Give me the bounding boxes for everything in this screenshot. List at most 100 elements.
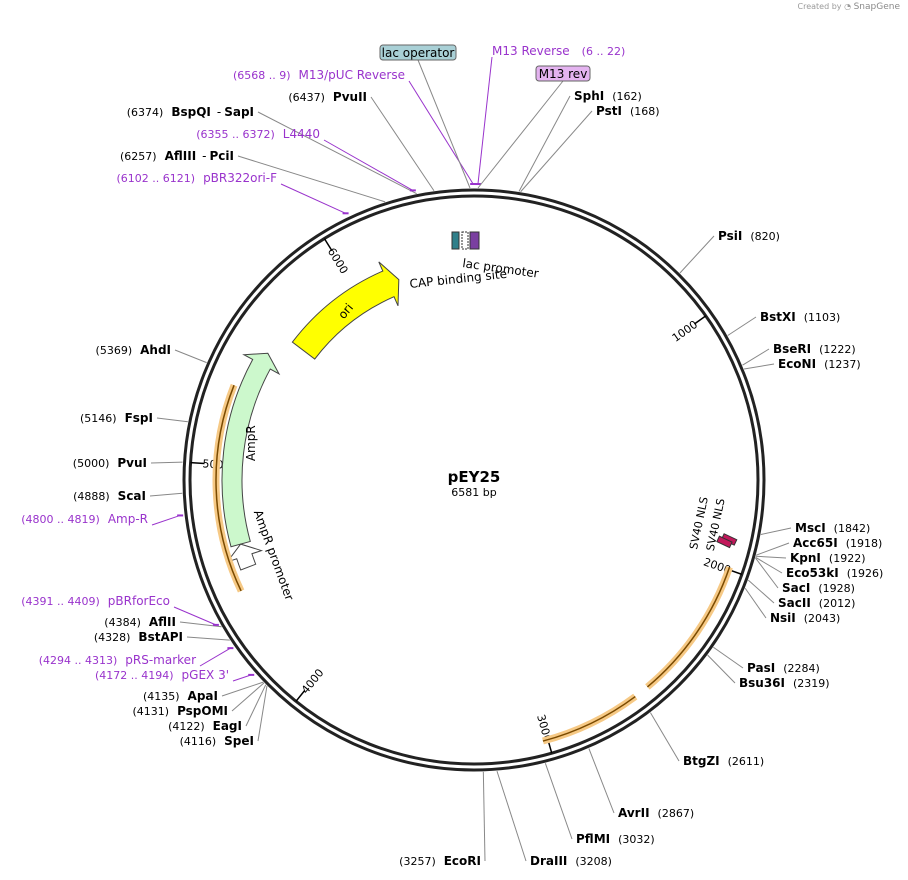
site-position: (168) — [630, 105, 660, 118]
site-leader-line — [755, 557, 779, 589]
lac-promoter-box — [469, 231, 480, 250]
site-label: (4116)SpeI — [180, 734, 254, 748]
site-position: (2284) — [783, 662, 820, 675]
backbone — [182, 188, 766, 772]
credit-prefix: Created by — [797, 2, 842, 11]
site-label: Bsu36I(2319) — [739, 676, 830, 690]
site-position: (6257) — [120, 150, 157, 163]
site-position: (3257) — [399, 855, 436, 868]
primer-range: (4172 .. 4194) — [95, 669, 174, 682]
site-position: (2867) — [658, 807, 695, 820]
site-leader-line — [150, 461, 183, 464]
site-name: SphI — [574, 89, 604, 103]
site-position: (6374) — [127, 106, 164, 119]
site-name-pair: PciI — [210, 149, 235, 163]
site-label: PflMI(3032) — [576, 832, 655, 846]
site-label: BseRI(1222) — [773, 342, 856, 356]
primer-name: L4440 — [283, 127, 320, 141]
site-label: (5146)FspI — [80, 411, 153, 425]
site-name: SpeI — [224, 734, 254, 748]
backbone-inner — [188, 194, 760, 766]
site-leader-line — [744, 363, 775, 370]
site-position: (1237) — [824, 358, 861, 371]
site-name: PvuII — [333, 90, 367, 104]
site-label: (6437) PvuII — [288, 90, 367, 104]
site-position: (1842) — [834, 522, 871, 535]
primer-leader-line — [199, 647, 231, 667]
orf2-glow — [542, 693, 638, 745]
primer-leader-line — [408, 80, 474, 185]
site-leader-line — [744, 587, 767, 619]
site-name: NsiI — [770, 611, 796, 625]
tick-mark — [693, 315, 707, 325]
site-label: AvrII(2867) — [618, 806, 694, 820]
primer-label: (4391 .. 4409)pBRforEco — [21, 594, 170, 608]
site-leader-line — [482, 771, 486, 862]
primer-leader-line — [151, 514, 181, 526]
site-leader-line — [237, 155, 386, 203]
site-leader-line — [179, 621, 222, 628]
tick-label: 1000 — [670, 318, 700, 345]
site-position: (4384) — [104, 616, 141, 629]
site-name: BtgZI — [683, 754, 720, 768]
primer-name: M13 Reverse — [492, 44, 570, 58]
operator-box — [461, 231, 469, 250]
site-separator: - — [217, 105, 221, 119]
orf-line — [646, 567, 731, 688]
site-label: (6257)AflIII-PciI — [120, 149, 234, 163]
site-label: (4384)AflII — [104, 615, 176, 629]
site-leader-line — [257, 685, 268, 742]
backbone-outer — [182, 188, 766, 772]
site-name: PspOMI — [177, 704, 228, 718]
site-name: PvuI — [117, 456, 147, 470]
tick-mark — [295, 689, 306, 702]
site-name: Eco53kI — [786, 566, 839, 580]
primer-label: (4800 .. 4819)Amp-R — [21, 512, 148, 526]
primer-range: (4294 .. 4313) — [39, 654, 118, 667]
site-position: (2012) — [819, 597, 856, 610]
cap-binding-box — [451, 231, 460, 250]
site-leader-line — [649, 712, 680, 762]
site-leader-line — [520, 110, 593, 193]
site-leader-line — [755, 542, 790, 556]
site-leader-line — [231, 682, 265, 712]
site-position: (2043) — [804, 612, 841, 625]
site-name: Acc65I — [793, 536, 838, 550]
site-leader-line — [370, 96, 435, 192]
primer-label: (6568 .. 9)M13/pUC Reverse — [233, 68, 405, 82]
box-leader-line — [417, 59, 471, 189]
site-position: (820) — [750, 230, 780, 243]
ampr-label: AmpR — [244, 425, 258, 461]
ampr-arrow — [221, 352, 281, 548]
site-name: EcoRI — [444, 854, 481, 868]
site-position: (4328) — [94, 631, 131, 644]
site-name: BspQI — [171, 105, 211, 119]
primer-range: (6102 .. 6121) — [117, 172, 196, 185]
site-label: (6374)BspQI-SapI — [127, 105, 254, 119]
primer-leader-line — [173, 606, 217, 626]
box-leader-line — [477, 80, 564, 189]
cap-binding-label: CAP binding site — [409, 267, 508, 291]
box-frame — [535, 65, 591, 82]
site-label: SphI(162) — [574, 89, 642, 103]
snapgene-logo-icon: ◔ — [844, 2, 852, 11]
site-position: (2319) — [793, 677, 830, 690]
site-position: (4122) — [168, 720, 205, 733]
site-name: PsiI — [718, 229, 742, 243]
site-position: (5000) — [73, 457, 110, 470]
site-position: (6437) — [288, 91, 325, 104]
site-leader-line — [149, 492, 183, 497]
ori-arrow — [291, 261, 400, 360]
site-name: PstI — [596, 104, 622, 118]
site-label: SacI(1928) — [782, 581, 855, 595]
primer-label: M13 Reverse(6 .. 22) — [492, 44, 625, 58]
primer-name: pBRforEco — [108, 594, 170, 608]
primer-name: M13/pUC Reverse — [299, 68, 406, 82]
site-position: (1918) — [846, 537, 883, 550]
site-label: (5369)AhdI — [96, 343, 171, 357]
site-position: (1926) — [847, 567, 884, 580]
site-position: (1103) — [804, 311, 841, 324]
primer-range: (6355 .. 6372) — [196, 128, 275, 141]
site-name: BstAPI — [138, 630, 183, 644]
